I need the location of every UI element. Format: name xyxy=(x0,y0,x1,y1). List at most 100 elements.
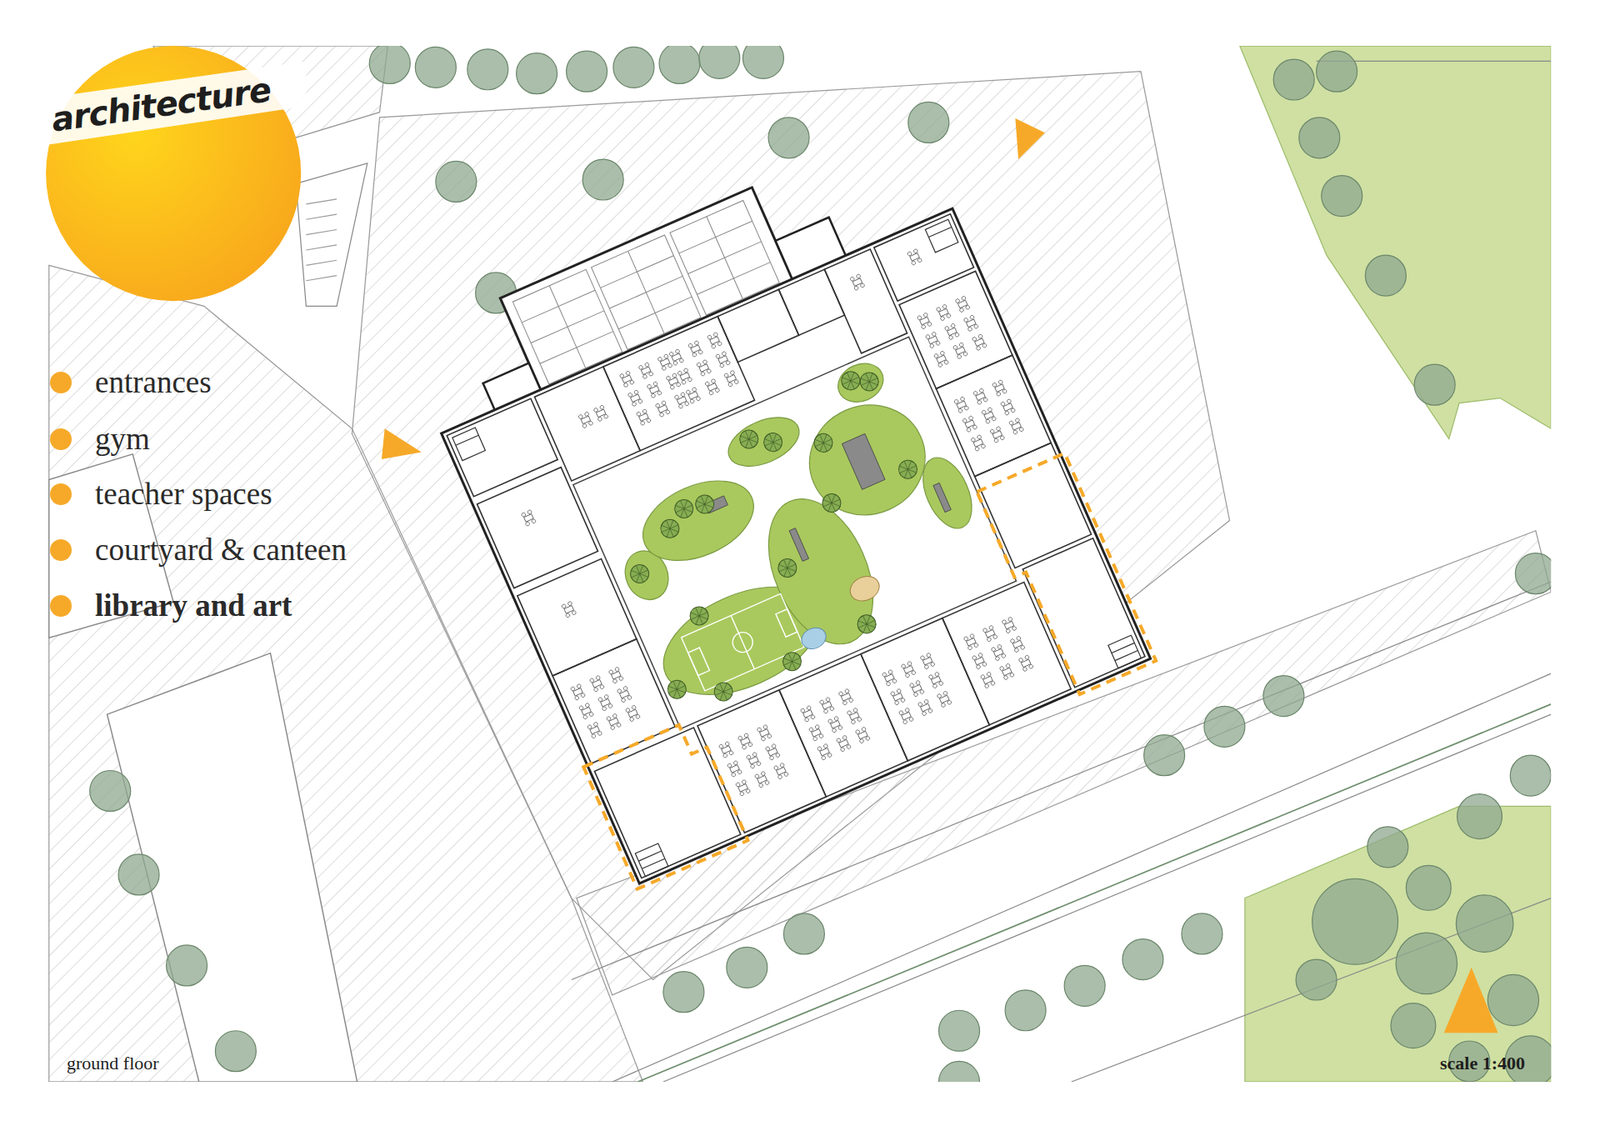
plan-g xyxy=(446,214,1145,879)
plan-g xyxy=(705,414,952,600)
plan-line xyxy=(540,331,614,365)
plan-use xyxy=(619,354,690,426)
plan-line xyxy=(521,290,595,323)
legend-dot xyxy=(50,371,72,394)
plan-g xyxy=(452,219,1142,876)
plan-rect xyxy=(899,270,1013,389)
plan-ellipse xyxy=(831,356,890,410)
plan-ellipse xyxy=(798,624,830,653)
plan-circle xyxy=(1367,826,1409,868)
legend-label: teacher spaces xyxy=(95,477,273,512)
courtyard-green xyxy=(582,343,1006,716)
plan-g xyxy=(681,593,805,690)
plan-rect xyxy=(789,528,809,562)
plan-use xyxy=(627,561,652,586)
plan-rect xyxy=(452,427,486,461)
plan-circle xyxy=(1321,175,1363,217)
plan-circle xyxy=(1181,913,1223,955)
plan-circle xyxy=(1005,990,1046,1031)
plan-circle xyxy=(467,49,509,90)
plan-circle xyxy=(613,46,655,88)
plan-line xyxy=(305,260,337,265)
plan-circle xyxy=(90,770,131,811)
plan-ellipse xyxy=(846,571,884,605)
plan-line xyxy=(706,216,743,300)
legend-label: entrances xyxy=(95,365,212,400)
plan-ellipse xyxy=(720,407,807,476)
plan-rect xyxy=(476,467,598,589)
plan-rect xyxy=(594,727,740,879)
plan-rect xyxy=(874,214,975,301)
plan-rect xyxy=(925,219,959,253)
plan-rect xyxy=(635,843,669,877)
plan-rect xyxy=(933,482,951,512)
plan-use xyxy=(665,677,690,702)
plan-use xyxy=(963,616,1034,689)
plan-polygon xyxy=(381,428,422,460)
plan-polygon xyxy=(1015,118,1045,160)
plan-circle xyxy=(582,159,624,200)
plan-use xyxy=(800,688,870,760)
plan-line xyxy=(549,285,585,369)
plan-circle xyxy=(45,45,301,301)
plan-use xyxy=(760,430,785,455)
plan-use xyxy=(775,555,800,580)
plan-rect xyxy=(775,609,798,638)
plan-use xyxy=(671,496,696,521)
legend-dot xyxy=(50,483,72,505)
plan-polygon xyxy=(295,163,368,306)
plan-rect xyxy=(975,442,1092,568)
plan-rect xyxy=(935,355,1051,477)
plan-rect xyxy=(603,316,755,451)
plan-circle xyxy=(435,160,477,202)
plan-rect xyxy=(446,398,558,497)
plan-rect xyxy=(824,249,907,354)
plan-use xyxy=(593,405,609,422)
school-building xyxy=(397,115,1156,889)
plan-use xyxy=(736,426,761,451)
plan-circle xyxy=(768,117,810,159)
floor-label: ground floor xyxy=(66,1052,160,1075)
plan-use xyxy=(657,516,682,541)
legend-dot xyxy=(50,595,72,617)
plan-line xyxy=(305,230,337,235)
plan-line xyxy=(697,262,771,295)
plan-use xyxy=(895,457,920,482)
plan-line xyxy=(455,435,479,445)
plan-circle xyxy=(1487,974,1539,1025)
plan-polygon xyxy=(107,653,358,1082)
plan-use xyxy=(916,295,987,368)
plan-polygon xyxy=(1444,967,1499,1033)
plan-use xyxy=(906,248,922,265)
plan-rect xyxy=(942,582,1071,725)
plan-circle xyxy=(663,971,705,1013)
plan-circle xyxy=(1414,364,1455,405)
plan-circle xyxy=(118,854,160,895)
plan-circle xyxy=(1144,735,1185,776)
plan-use xyxy=(857,369,882,394)
plan-circle xyxy=(783,913,825,955)
legend-label: gym xyxy=(95,422,150,457)
plan-use xyxy=(811,430,836,455)
plan-rect xyxy=(717,289,799,362)
plan-circle xyxy=(726,946,768,988)
parking xyxy=(305,199,337,281)
plan-ellipse xyxy=(630,465,766,576)
plan-circle xyxy=(166,945,208,986)
plan-rect xyxy=(841,433,885,490)
plan-line xyxy=(305,199,337,205)
plan-circle xyxy=(516,53,558,95)
plan-circle xyxy=(1365,255,1406,296)
plan-ellipse xyxy=(913,450,982,536)
plan-rect xyxy=(441,208,1151,884)
plan-polygon xyxy=(583,718,748,890)
plan-use xyxy=(520,509,536,526)
plan-use xyxy=(578,411,594,429)
plan-line xyxy=(638,850,661,861)
plan-circle xyxy=(1299,117,1340,159)
plan-line xyxy=(305,214,337,220)
plan-use xyxy=(669,331,740,404)
plan-circle xyxy=(699,45,740,79)
plan-use xyxy=(780,649,805,674)
legend-dot xyxy=(50,539,72,561)
